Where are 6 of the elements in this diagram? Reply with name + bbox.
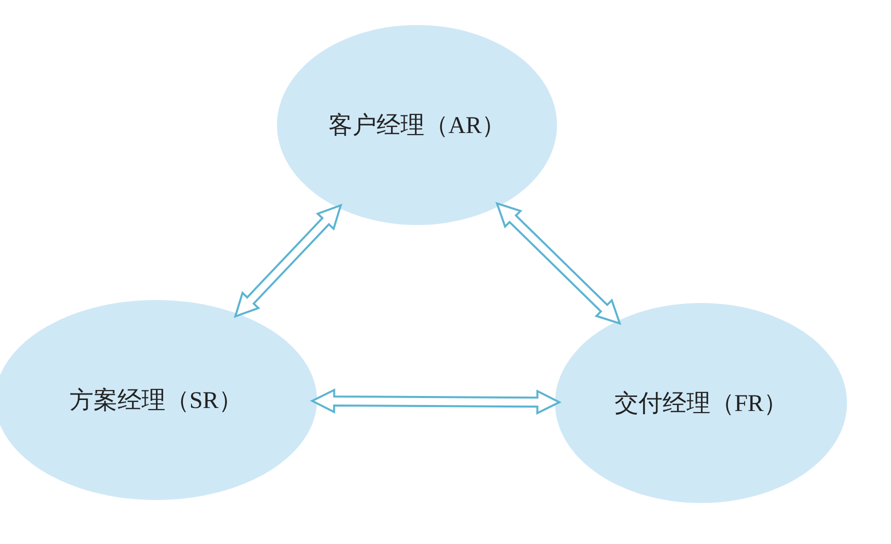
double-arrow xyxy=(310,388,562,415)
double-arrow xyxy=(234,204,342,318)
role-label: 客户经理（AR） xyxy=(328,112,506,141)
role-label: 方案经理（SR） xyxy=(69,386,243,416)
double-arrow xyxy=(495,202,622,326)
role-label: 交付经理（FR） xyxy=(614,390,788,419)
